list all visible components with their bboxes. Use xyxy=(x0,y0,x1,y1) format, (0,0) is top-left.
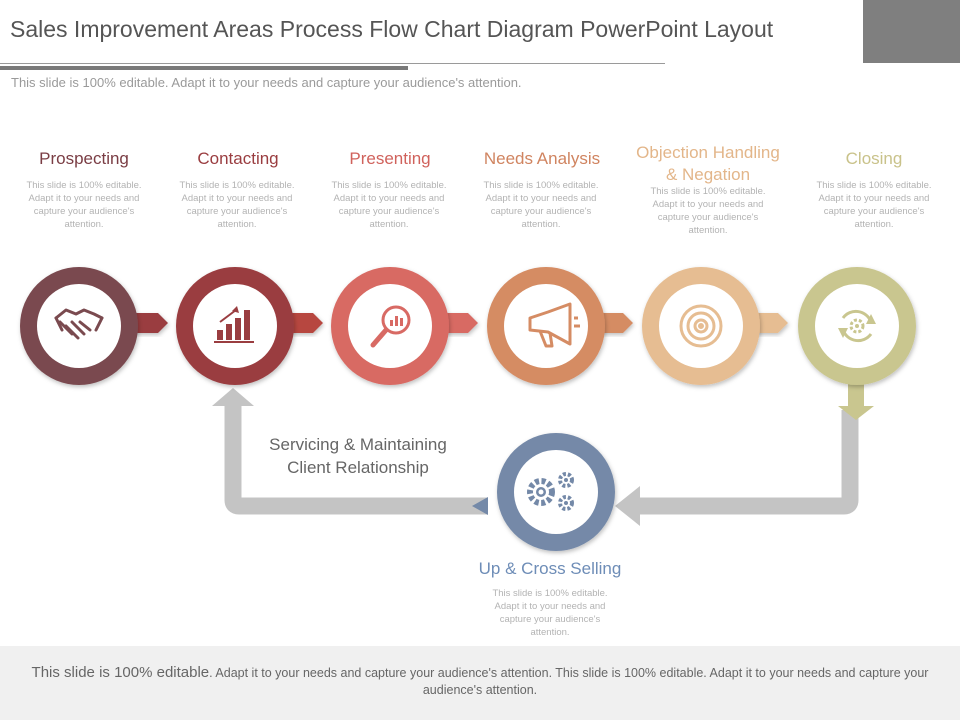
step-desc-closing: This slide is 100% editable. Adapt it to… xyxy=(816,180,932,230)
step-desc-prospecting: This slide is 100% editable. Adapt it to… xyxy=(26,180,142,230)
step-circle-prospecting xyxy=(20,267,138,385)
step-title-contacting: Contacting xyxy=(197,149,279,168)
step-desc-presenting: This slide is 100% editable. Adapt it to… xyxy=(331,180,447,230)
footer-rest: . Adapt it to your needs and capture you… xyxy=(209,666,929,697)
title-rule-thick xyxy=(0,66,408,70)
step-title-objection-line1: Objection Handling xyxy=(636,143,780,162)
slide-title: Sales Improvement Areas Process Flow Cha… xyxy=(10,16,774,42)
upsell-desc: This slide is 100% editable. Adapt it to… xyxy=(492,588,608,638)
footer-lead: This slide is 100% editable xyxy=(31,664,210,681)
step-title-presenting: Presenting xyxy=(349,149,431,168)
step-title-objection-line2: & Negation xyxy=(665,165,751,184)
magnifier-chart-icon xyxy=(370,305,411,348)
footer-text: This slide is 100% editable. Adapt it to… xyxy=(15,664,945,699)
gears-icon xyxy=(527,472,574,511)
step-title-closing: Closing xyxy=(845,149,903,168)
connector-arrows xyxy=(132,313,788,515)
footer-bar xyxy=(0,646,960,720)
megaphone-icon xyxy=(528,302,580,348)
target-icon xyxy=(679,304,723,348)
title-rule-thin xyxy=(0,63,665,64)
upsell-circle xyxy=(497,433,615,551)
return-loop-arrow xyxy=(212,388,859,526)
step-title-objection-handling: Objection Handling & Negation xyxy=(618,142,798,186)
loop-label-line1: Servicing & Maintaining xyxy=(269,435,447,454)
step-title-needs-analysis: Needs Analysis xyxy=(483,149,601,168)
corner-block xyxy=(863,0,960,63)
refresh-gear-icon xyxy=(838,309,876,343)
step-desc-contacting: This slide is 100% editable. Adapt it to… xyxy=(179,180,295,230)
slide-subtitle: This slide is 100% editable. Adapt it to… xyxy=(11,75,522,90)
handshake-icon xyxy=(54,308,104,340)
step-desc-objection-handling: This slide is 100% editable. Adapt it to… xyxy=(650,186,766,236)
upsell-title: Up & Cross Selling xyxy=(478,559,622,578)
step-desc-needs-analysis: This slide is 100% editable. Adapt it to… xyxy=(483,180,599,230)
step-title-prospecting: Prospecting xyxy=(39,149,129,168)
growth-chart-icon xyxy=(214,306,254,343)
step-circle-needs-analysis xyxy=(487,267,605,385)
loop-label-line2: Client Relationship xyxy=(287,458,429,477)
loop-label: Servicing & Maintaining Client Relations… xyxy=(248,433,468,479)
closing-down-arrow xyxy=(838,370,874,420)
